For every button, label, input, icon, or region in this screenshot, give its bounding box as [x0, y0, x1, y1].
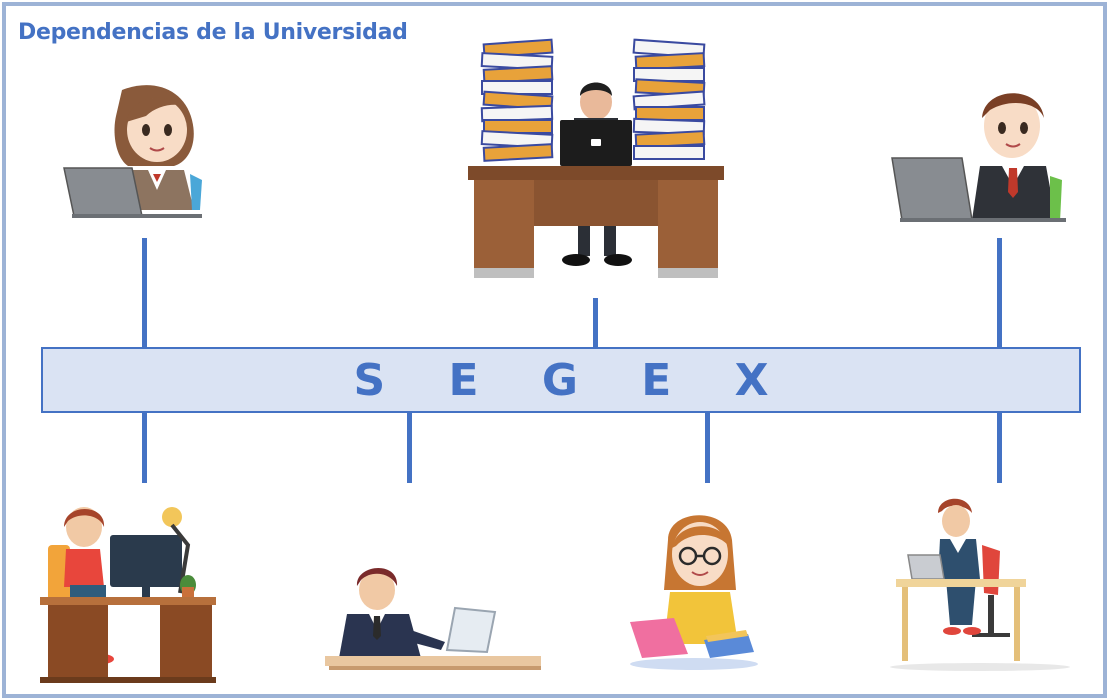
connector-bottom-4	[997, 413, 1002, 483]
woman-laptop-icon	[62, 78, 217, 228]
segex-system-bar: S E G E X	[41, 347, 1081, 413]
segex-label: S E G E X	[353, 354, 793, 406]
man-desk-files-icon	[468, 36, 724, 280]
woman-desk-chair-icon	[880, 495, 1080, 671]
woman-desktop-lamp-icon	[40, 505, 220, 685]
connector-bottom-3	[705, 413, 710, 483]
man-suit-laptop-icon	[325, 560, 545, 670]
woman-glasses-laptop-icon	[624, 512, 764, 672]
connector-top-left	[142, 238, 147, 347]
man-laptop-icon	[890, 80, 1070, 228]
connector-bottom-1	[142, 413, 147, 483]
diagram-title: Dependencias de la Universidad	[18, 20, 408, 45]
connector-top-center	[593, 298, 598, 347]
connector-bottom-2	[407, 413, 412, 483]
connector-top-right	[997, 238, 1002, 347]
